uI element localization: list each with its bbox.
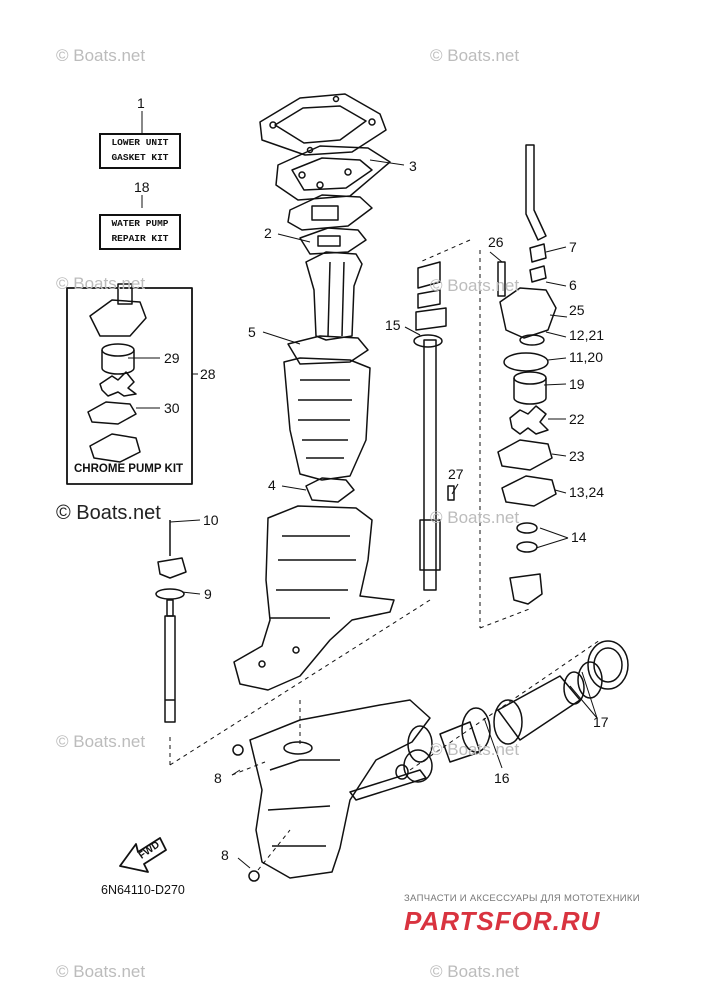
callout-29: 29 [164,350,180,366]
watermark: © Boats.net [430,740,520,759]
watermark: © Boats.net [430,962,520,981]
callout-30: 30 [164,400,180,416]
watermark: © Boats.net [430,46,520,65]
callout-1: 1 [137,95,145,111]
watermark-dark: © Boats.net [56,502,161,524]
watermark: © Boats.net [56,274,146,293]
callout-8: 8 [221,847,229,863]
brand-tagline: ЗАПЧАСТИ И АКСЕССУАРЫ ДЛЯ МОТОТЕХНИКИ [404,893,640,904]
callout-14: 14 [571,529,587,545]
fwd-arrow-icon [119,837,167,873]
callout-10: 10 [203,512,219,528]
chrome-pump-kit-frame [66,287,193,485]
callout-22: 22 [569,411,585,427]
callout-8: 8 [214,770,222,786]
brand-logo: PARTSFOR.RU [404,906,601,936]
callout-4: 4 [268,477,276,493]
callout-27: 27 [448,466,464,482]
callout-12-21: 12,21 [569,327,605,343]
watermark: © Boats.net [430,508,520,527]
water-pump-kit-line2: REPAIR KIT [111,233,169,244]
watermark: © Boats.net [56,962,146,981]
water-pump-kit-line1: WATER PUMP [111,218,169,229]
gasket-kit-box: LOWER UNIT GASKET KIT [99,133,181,169]
watermark: © Boats.net [56,46,146,65]
water-pump-kit-box: WATER PUMP REPAIR KIT [99,214,181,250]
callout-17: 17 [593,714,609,730]
diagram-code: 6N64110-D270 [101,883,185,897]
callout-23: 23 [569,448,585,464]
callout-13-24: 13,24 [569,484,605,500]
callout-5: 5 [248,324,256,340]
watermark: © Boats.net [56,732,146,751]
callout-16: 16 [494,770,510,786]
callout-15: 15 [385,317,401,333]
gasket-kit-line2: GASKET KIT [111,152,169,163]
callout-11-20: 11,20 [569,349,603,365]
callout-25: 25 [569,302,585,318]
callout-2: 2 [264,225,272,241]
callout-28: 28 [200,366,216,382]
callout-7: 7 [569,239,577,255]
chrome-pump-kit-caption: CHROME PUMP KIT [74,463,184,475]
watermark: © Boats.net [430,276,520,295]
callout-6: 6 [569,277,577,293]
callout-18: 18 [134,179,150,195]
callout-26: 26 [488,234,504,250]
callout-9: 9 [204,586,212,602]
callout-19: 19 [569,376,585,392]
gasket-kit-line1: LOWER UNIT [111,137,169,148]
callout-3: 3 [409,158,417,174]
